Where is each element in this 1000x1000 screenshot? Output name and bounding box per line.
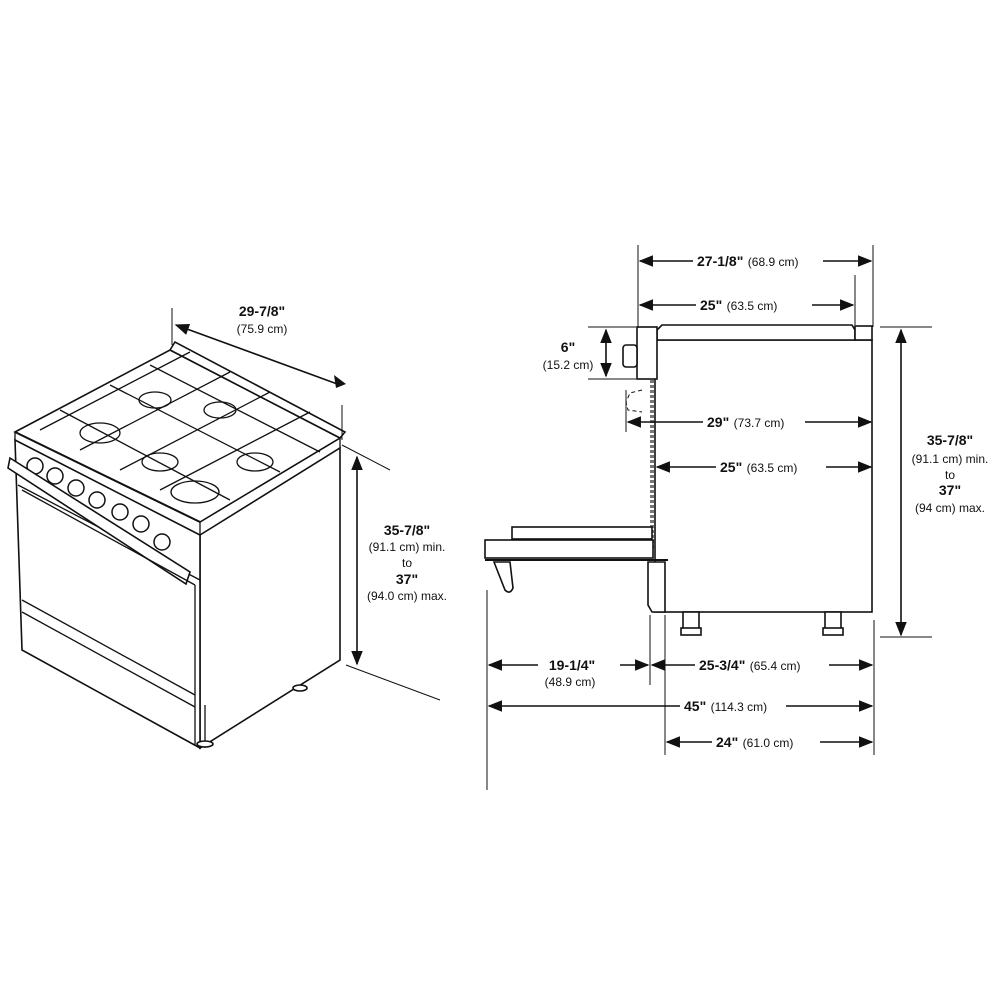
range-body (654, 339, 873, 613)
iso-width-metric: (75.9 cm) (237, 322, 288, 336)
label-height-min: 35-7/8" (927, 432, 973, 448)
dimension-text: (94 cm) max. (915, 501, 985, 515)
dimension-text: 27-1/8" (697, 253, 743, 269)
iso-height-min-metric: (91.1 cm) min. (369, 540, 446, 554)
dimension-text: (48.9 cm) (545, 675, 596, 689)
dimension-text: 24" (716, 734, 738, 750)
label-25-top: 25" (63.5 cm) (700, 297, 777, 314)
closed-handle-outline (625, 389, 643, 413)
isometric-range-drawing (7, 340, 347, 750)
leveling-leg (292, 684, 308, 692)
iso-height-dimension: 35-7/8" (91.1 cm) min. to 37" (94.0 cm) … (341, 444, 447, 701)
label-6-metric: (15.2 cm) (543, 358, 594, 372)
oven-door-handle (7, 456, 191, 586)
dimension-text: 29" (707, 414, 729, 430)
dimension-text: (61.0 cm) (743, 736, 794, 750)
side-extension-lines (486, 245, 932, 790)
leveling-leg (196, 740, 214, 748)
dimension-text: (114.3 cm) (711, 700, 767, 714)
iso-height-min-imperial: 35-7/8" (384, 522, 430, 538)
label-6-imperial: 6" (561, 339, 575, 355)
burner-grates (39, 351, 321, 504)
control-panel-profile (636, 326, 658, 380)
knob-5 (111, 503, 129, 521)
knob-2 (46, 467, 64, 485)
dimension-text: (65.4 cm) (750, 659, 801, 673)
backguard-profile (854, 325, 873, 341)
knob-profile (622, 344, 638, 368)
label-27-1-8: 27-1/8" (68.9 cm) (697, 253, 798, 270)
knob-7 (153, 533, 171, 551)
dimension-text: 45" (684, 698, 706, 714)
label-29: 29" (73.7 cm) (707, 414, 784, 431)
iso-width-dimension: 29-7/8" (75.9 cm) (171, 303, 346, 440)
toe-kick (647, 561, 666, 613)
iso-height-max-imperial: 37" (396, 571, 418, 587)
iso-width-imperial: 29-7/8" (239, 303, 285, 319)
dimension-text: 25" (700, 297, 722, 313)
dimension-text: (63.5 cm) (727, 299, 778, 313)
iso-height-to: to (402, 556, 412, 570)
side-view-drawing (484, 324, 873, 636)
iso-height-max-metric: (94.0 cm) max. (367, 589, 447, 603)
dimension-text: 25-3/4" (699, 657, 745, 673)
dimension-text: (68.9 cm) (748, 255, 799, 269)
label-19-1-4: 19-1/4" (549, 657, 595, 673)
dimension-text: (73.7 cm) (734, 416, 785, 430)
open-oven-door (484, 539, 654, 559)
label-24: 24" (61.0 cm) (716, 734, 793, 751)
leg-foot (680, 627, 702, 636)
open-door-handle (492, 561, 514, 593)
knob-4 (88, 491, 106, 509)
label-25-body: 25" (63.5 cm) (720, 459, 797, 476)
leg-foot (822, 627, 844, 636)
label-45: 45" (114.3 cm) (684, 698, 767, 715)
dimension-text: to (945, 468, 955, 482)
label-height-max: 37" (939, 482, 961, 498)
label-25-3-4: 25-3/4" (65.4 cm) (699, 657, 800, 674)
knob-3 (67, 479, 85, 497)
side-dimension-labels: 27-1/8" (68.9 cm) 25" (63.5 cm) 6" (15.2… (538, 251, 989, 751)
range-front-panel (14, 438, 201, 750)
cooktop-profile (656, 324, 856, 341)
control-knobs (26, 457, 171, 551)
open-oven-rack (511, 526, 653, 540)
dimension-text: 25" (720, 459, 742, 475)
dimension-text: (63.5 cm) (747, 461, 798, 475)
dimension-text: (91.1 cm) min. (912, 452, 989, 466)
backguard (168, 340, 347, 440)
knob-6 (132, 515, 150, 533)
